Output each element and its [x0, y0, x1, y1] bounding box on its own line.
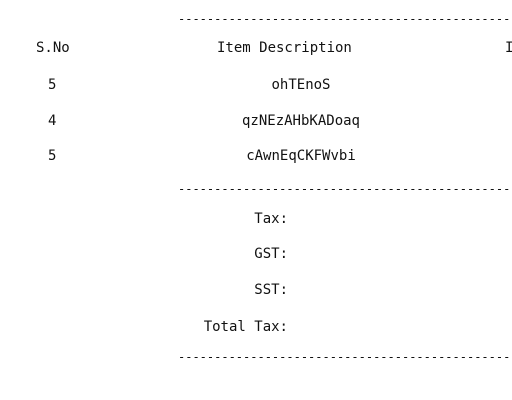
tax-label: Tax:: [254, 211, 288, 227]
gst-label: GST:: [254, 246, 288, 262]
item-3-serial: 5: [48, 148, 57, 164]
item-2-description: qzNEzAHbKADoaq: [241, 113, 360, 129]
item-2-serial: 4: [48, 113, 57, 129]
item-1-description: ohTEnoS: [271, 77, 331, 93]
item-1-serial: 5: [48, 77, 57, 93]
divider-middle: ----------------------------------------…: [178, 184, 512, 194]
header-item-description: Item Description: [217, 40, 352, 56]
divider-bottom: ----------------------------------------…: [178, 352, 512, 362]
header-serial-number: S.No: [36, 40, 70, 56]
divider-top: ----------------------------------------…: [178, 14, 512, 24]
item-3-description: cAwnEqCKFWvbi: [246, 148, 356, 164]
total-tax-label: Total Tax:: [203, 319, 288, 335]
header-cut-off-column: I: [505, 40, 512, 56]
sst-label: SST:: [254, 282, 288, 298]
